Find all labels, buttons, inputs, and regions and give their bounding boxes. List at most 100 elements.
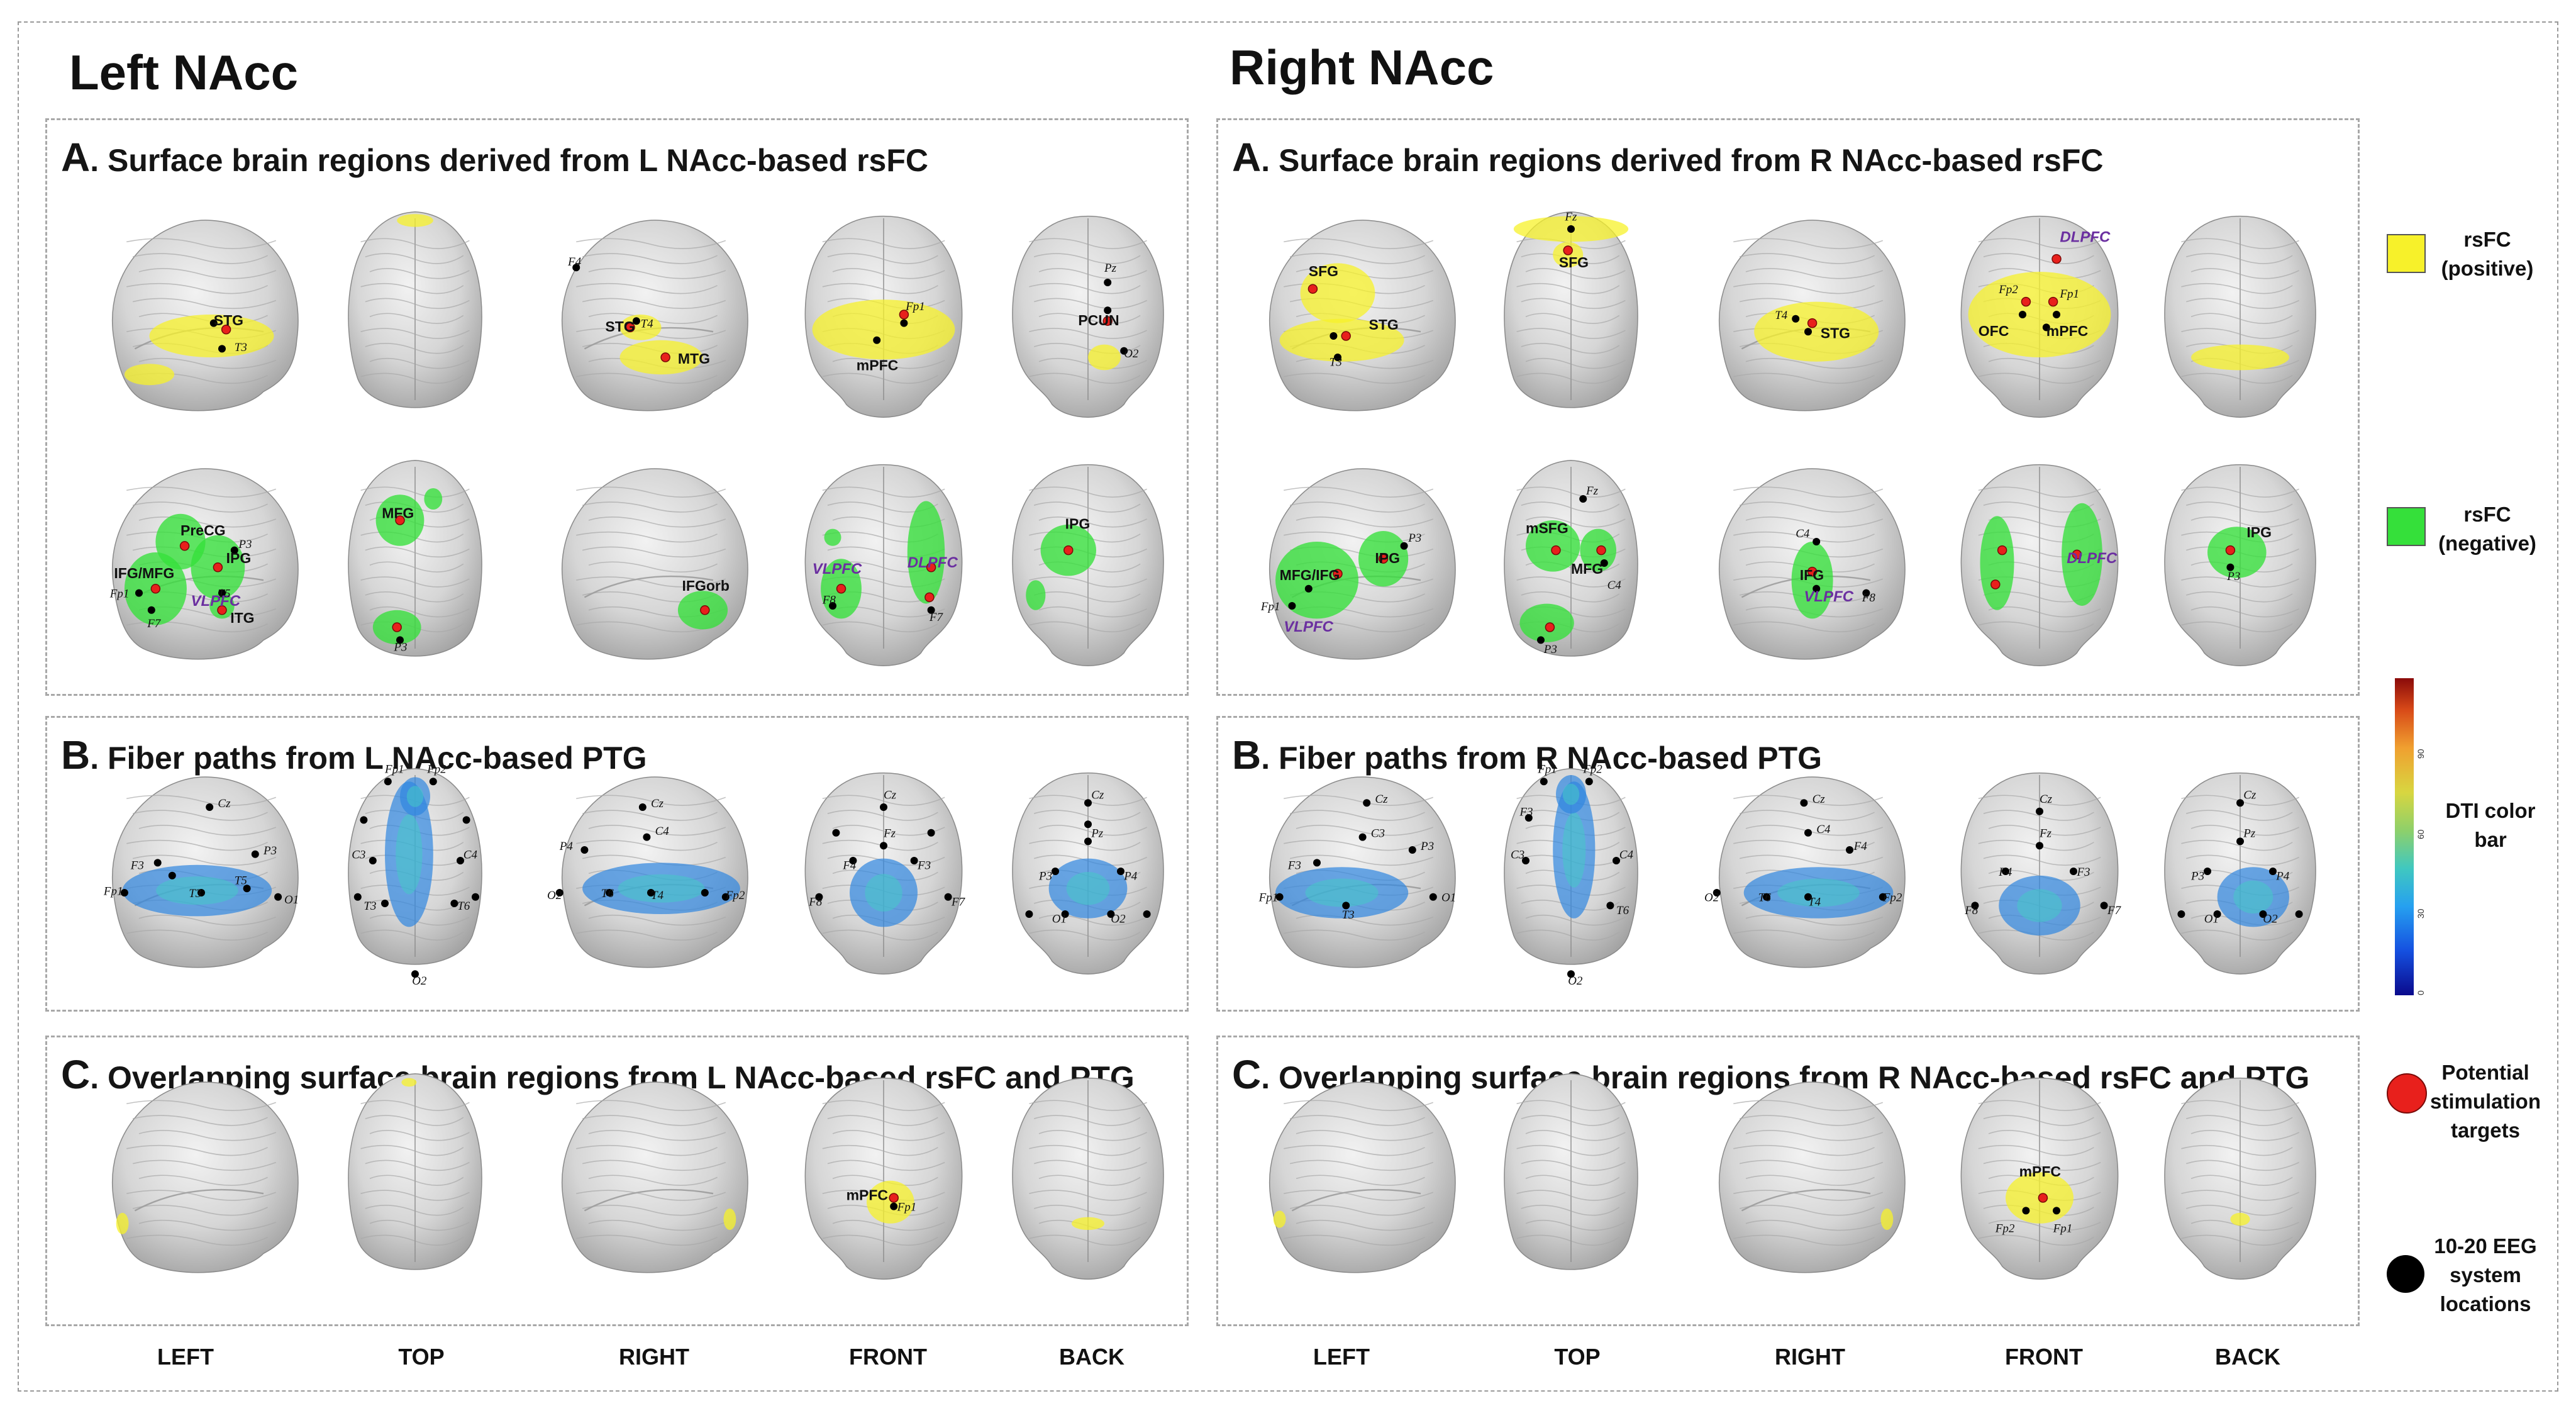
eeg-electrode-dot bbox=[411, 970, 419, 978]
region-label: MTG bbox=[678, 350, 710, 367]
region-label: F8 bbox=[1964, 904, 1979, 917]
brain-view-r-a1-back bbox=[2158, 208, 2322, 422]
region-label: F4 bbox=[842, 859, 857, 873]
region-label: Fp2 bbox=[725, 889, 745, 902]
eeg-electrode-dot bbox=[2022, 1207, 2030, 1215]
brain-view-r-a2-front: DLPFC bbox=[1955, 456, 2124, 670]
axis-label-back-l: BACK bbox=[1059, 1344, 1124, 1370]
eeg-electrode-dot bbox=[1804, 328, 1812, 336]
brain-top-view bbox=[1504, 1073, 1638, 1270]
region-label: F7 bbox=[951, 895, 966, 908]
region-label: mPFC bbox=[2019, 1163, 2061, 1180]
stimulation-target-dot bbox=[1807, 318, 1818, 328]
rsfc-negative-region bbox=[155, 513, 206, 570]
region-label: P3 bbox=[1420, 840, 1434, 853]
region-label: Cz bbox=[1813, 793, 1826, 806]
eeg-electrode-dot bbox=[360, 816, 368, 824]
rsfc-negative-region bbox=[2062, 503, 2102, 606]
stimulation-target-dot bbox=[1545, 622, 1555, 632]
dti-tick-60: 60 bbox=[2416, 829, 2426, 839]
eeg-electrode-dot bbox=[197, 889, 205, 896]
dti-tick-0: 0 bbox=[2416, 990, 2426, 995]
stimulation-target-dot bbox=[150, 584, 161, 594]
region-label: mSFG bbox=[1526, 520, 1568, 536]
rsfc-positive-region bbox=[1300, 263, 1375, 323]
eeg-electrode-dot bbox=[2236, 837, 2244, 846]
region-label: T6 bbox=[1616, 904, 1629, 917]
brain-view-l-a2-right: IFGorb bbox=[547, 456, 755, 670]
region-label: Fp1 bbox=[1258, 891, 1279, 905]
region-label: O2 bbox=[1568, 975, 1583, 988]
dti-color-bar bbox=[2395, 678, 2414, 995]
fiber-path-core bbox=[156, 876, 238, 905]
legend-positive-swatch bbox=[2387, 234, 2426, 273]
eeg-electrode-dot bbox=[580, 846, 589, 854]
left-panel-b: B. Fiber paths from L NAcc-based PTG bbox=[45, 716, 1189, 1012]
brain-top-view bbox=[348, 1073, 482, 1270]
left-panel-a-title: A. Surface brain regions derived from L … bbox=[61, 135, 929, 180]
eeg-electrode-dot bbox=[880, 842, 887, 850]
stimulation-target-dot bbox=[889, 1193, 899, 1203]
region-label: PreCG bbox=[180, 522, 226, 539]
region-label: Fp1 bbox=[2053, 1222, 2073, 1235]
eeg-electrode-dot bbox=[1120, 347, 1128, 355]
eeg-electrode-dot bbox=[1813, 584, 1821, 593]
eeg-electrode-dot bbox=[1363, 799, 1371, 807]
region-label: DLPFC bbox=[908, 554, 958, 571]
rsfc-negative-region bbox=[907, 501, 945, 604]
rsfc-positive-region bbox=[1968, 272, 2111, 357]
eeg-electrode-dot bbox=[2259, 910, 2267, 918]
eeg-electrode-dot bbox=[1540, 778, 1548, 786]
eeg-electrode-dot bbox=[369, 857, 377, 864]
region-label: O1 bbox=[2204, 913, 2219, 926]
region-label: T3 bbox=[235, 341, 247, 354]
brain-left-view bbox=[112, 1081, 299, 1273]
stimulation-target-dot bbox=[1596, 545, 1606, 556]
brain-view-l-c-back bbox=[1006, 1070, 1170, 1283]
region-label: C4 bbox=[464, 849, 478, 862]
region-label: O2 bbox=[547, 889, 562, 902]
region-label: C4 bbox=[1619, 849, 1634, 862]
axis-label-left-l: LEFT bbox=[157, 1344, 214, 1370]
region-label: P4 bbox=[559, 840, 574, 853]
eeg-electrode-dot bbox=[910, 857, 918, 864]
region-label: O1 bbox=[284, 893, 299, 907]
fiber-path-core bbox=[865, 874, 902, 912]
eeg-electrode-dot bbox=[1763, 893, 1770, 901]
axis-label-left-r: LEFT bbox=[1313, 1344, 1370, 1370]
eeg-electrode-dot bbox=[1275, 893, 1284, 901]
fiber-path-core bbox=[1562, 812, 1586, 888]
left-nacc-title: Left NAcc bbox=[69, 45, 299, 100]
stimulation-target-dot bbox=[924, 592, 935, 603]
eeg-electrode-dot bbox=[1813, 538, 1821, 545]
region-label: PCUN bbox=[1078, 312, 1119, 328]
stimulation-target-dot bbox=[926, 562, 936, 572]
eeg-electrode-dot bbox=[462, 816, 470, 824]
stimulation-target-dot bbox=[1102, 316, 1113, 326]
region-label: P3 bbox=[2190, 870, 2204, 883]
brain-right-view bbox=[1719, 1081, 1906, 1273]
left-panel-b-title: B. Fiber paths from L NAcc-based PTG bbox=[61, 732, 647, 778]
stimulation-target-dot bbox=[2048, 296, 2058, 307]
region-label: C4 bbox=[1816, 823, 1831, 836]
region-label: Fp1 bbox=[1537, 763, 1557, 776]
rsfc-positive-region bbox=[2230, 1212, 2250, 1226]
eeg-electrode-dot bbox=[880, 803, 887, 811]
eeg-electrode-dot bbox=[643, 833, 651, 841]
region-label: mPFC bbox=[2046, 323, 2088, 339]
eeg-electrode-dot bbox=[2236, 799, 2244, 807]
eeg-electrode-dot bbox=[1304, 584, 1313, 593]
rsfc-positive-region bbox=[1072, 1217, 1104, 1230]
eeg-electrode-dot bbox=[1052, 868, 1059, 875]
eeg-electrode-dot bbox=[2226, 563, 2235, 571]
eeg-electrode-dot bbox=[1585, 778, 1593, 786]
region-label: O2 bbox=[1124, 347, 1139, 360]
region-label: P4 bbox=[2275, 870, 2290, 883]
eeg-electrode-dot bbox=[274, 893, 282, 901]
stimulation-target-dot bbox=[217, 605, 227, 615]
